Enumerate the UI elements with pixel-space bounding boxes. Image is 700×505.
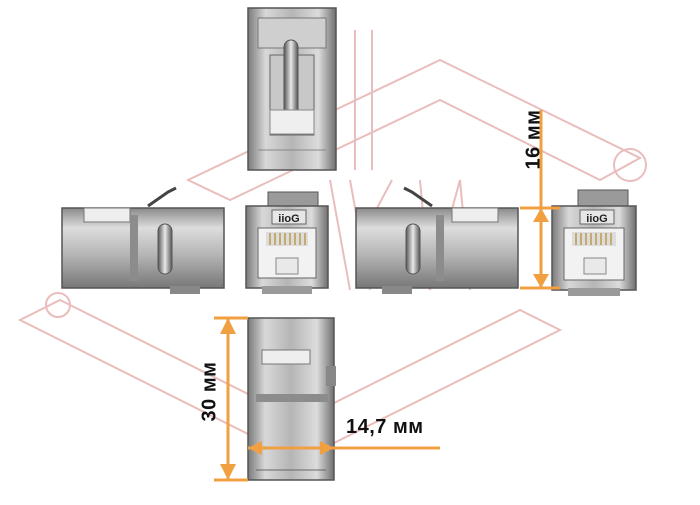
dimension-14-7mm [248,441,440,455]
dimension-arrow-icon [533,208,549,222]
keystone-module-top-view [247,7,337,171]
length-dimension-label: 30 мм [198,361,221,422]
keystone-module-front-view-right: iioG [551,189,637,296]
keystone-module-front-view: iioG [245,191,329,294]
module-marking: iioG [278,213,299,225]
dimension-arrow-icon [220,464,236,480]
height-dimension-label: 16 мм [522,109,545,170]
dimension-30mm [214,316,248,482]
keystone-module-bottom-view [247,317,336,481]
dimension-arrow-icon [320,441,334,455]
dimension-arrow-icon [220,318,236,334]
keystone-module-side-view-left [61,186,225,294]
keystone-module-side-view-right [355,186,519,294]
dimension-16mm [520,110,560,290]
module-marking-right: iioG [586,213,607,225]
width-dimension-label: 14,7 мм [346,416,424,438]
dimension-arrow-icon [533,274,549,288]
dimension-arrow-icon [248,441,262,455]
